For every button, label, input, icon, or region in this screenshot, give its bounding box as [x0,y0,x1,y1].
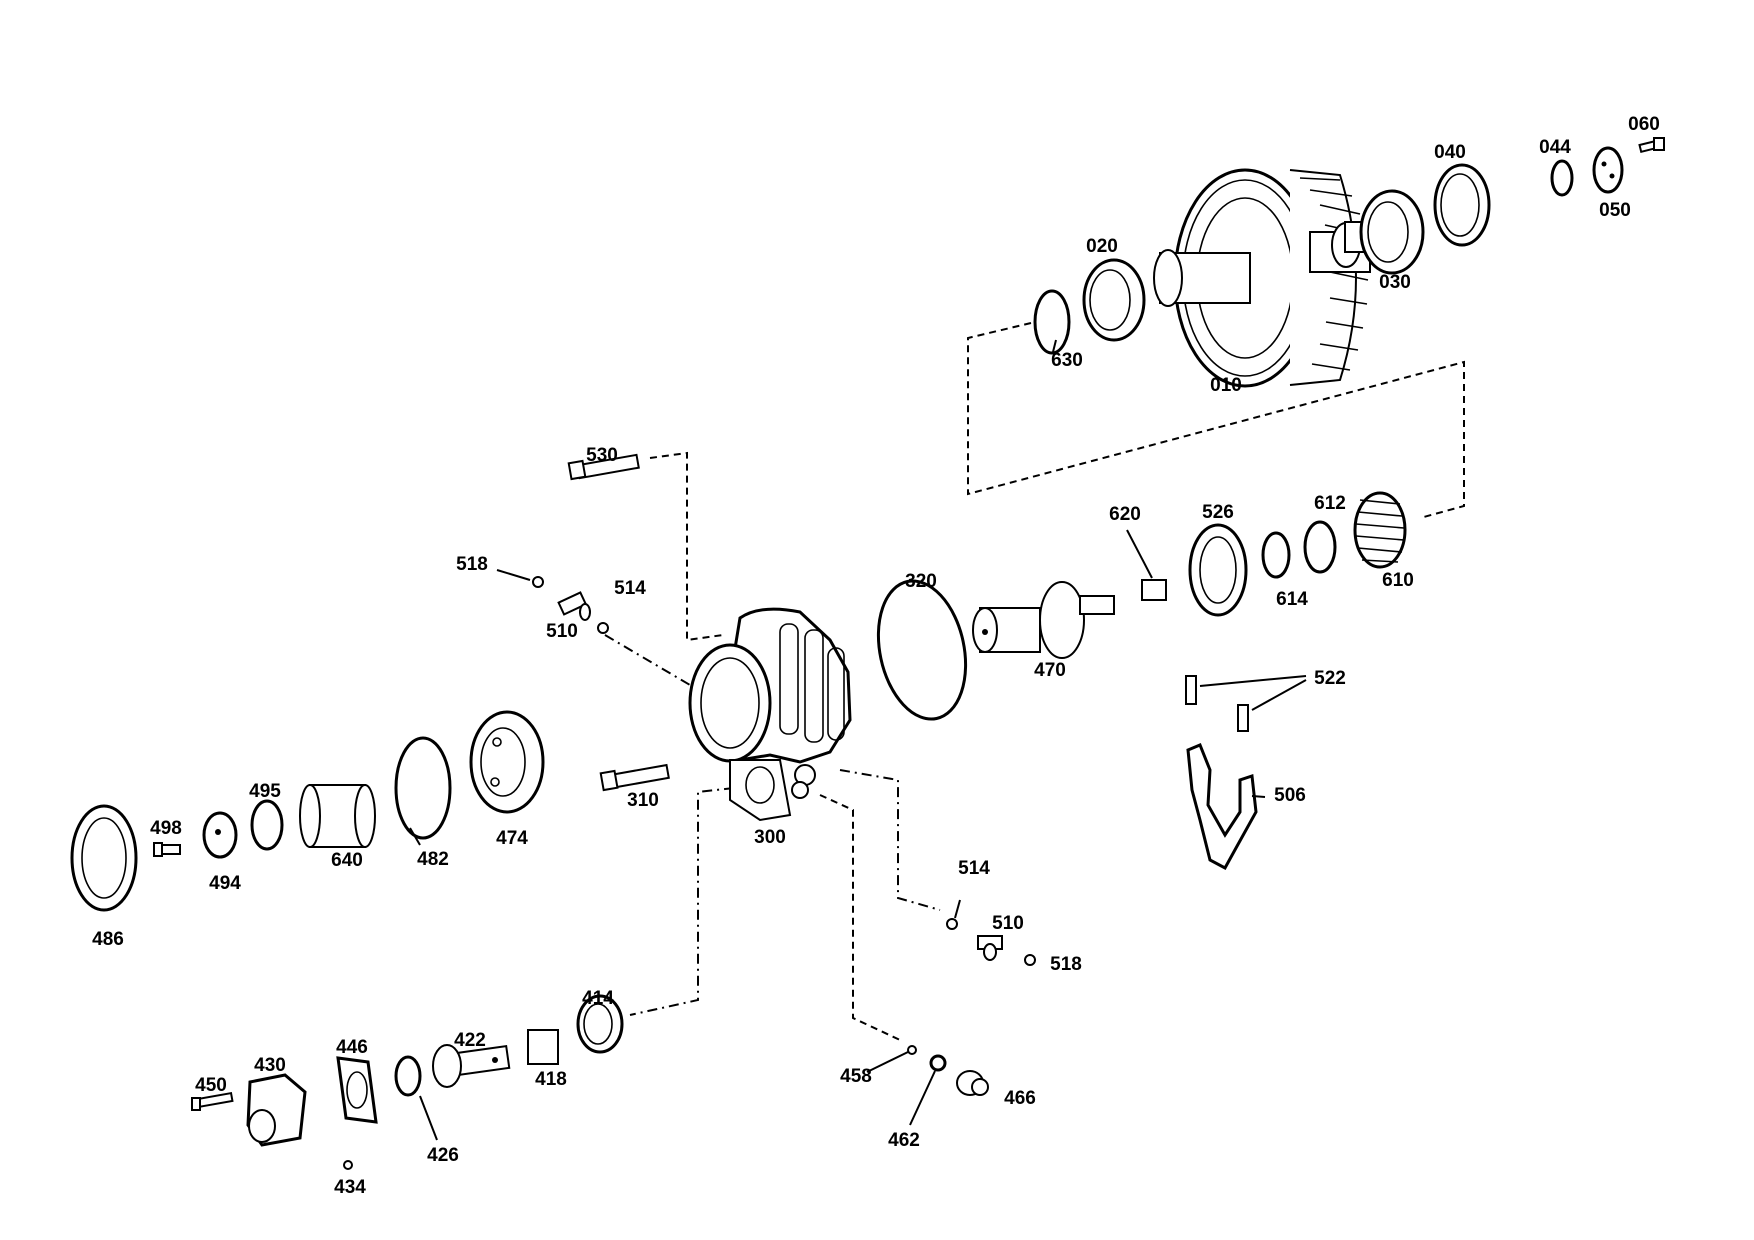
label-495: 495 [249,781,281,802]
part-620-spring[interactable] [1141,579,1167,601]
part-418-spring[interactable] [527,1029,559,1065]
part-495-ring[interactable] [250,799,284,851]
part-020-bearing[interactable] [1082,258,1146,342]
label-044: 044 [1539,137,1571,158]
label-422: 422 [454,1030,486,1051]
part-530-bolt[interactable] [567,453,640,481]
label-612: 612 [1314,493,1346,514]
part-010-gear-shaft[interactable] [1153,168,1406,388]
label-640: 640 [331,850,363,871]
assembly-guide-lines [604,322,1465,1041]
part-614-ring[interactable] [1261,531,1291,579]
part-514-seal-lower[interactable] [946,899,961,930]
part-510-valve-upper[interactable] [557,591,591,621]
part-510-valve-lower[interactable] [977,935,1003,961]
label-530: 530 [586,445,618,466]
label-426: 426 [427,1145,459,1166]
part-486-seal[interactable] [70,804,138,912]
part-430-cover[interactable] [246,1073,307,1147]
label-522: 522 [1314,668,1346,689]
part-518-plug-lower[interactable] [1024,954,1036,966]
label-470: 470 [1034,660,1066,681]
label-450: 450 [195,1075,227,1096]
label-518-lower: 518 [1050,954,1082,975]
part-300-housing[interactable] [688,607,852,822]
part-498-screw[interactable] [153,842,181,857]
label-434: 434 [334,1177,366,1198]
label-020: 020 [1086,236,1118,257]
part-labels: 010 020 030 040 044 050 060 300 310 320 … [92,114,1660,1198]
label-610: 610 [1382,570,1414,591]
label-040: 040 [1434,142,1466,163]
label-514-upper: 514 [614,578,646,599]
label-514-lower: 514 [958,858,990,879]
part-458-seal[interactable] [907,1045,917,1055]
part-494-cover[interactable] [202,811,238,859]
label-010: 010 [1210,375,1242,396]
label-430: 430 [254,1055,286,1076]
part-040-seal-ring[interactable] [1433,163,1491,247]
label-482: 482 [417,849,449,870]
label-510-upper: 510 [546,621,578,642]
label-494: 494 [209,873,241,894]
part-522-pins[interactable] [1185,675,1307,732]
label-462: 462 [888,1130,920,1151]
part-526-sleeve[interactable] [1188,523,1248,617]
label-630: 630 [1051,350,1083,371]
label-050: 050 [1599,200,1631,221]
part-518-plug-upper[interactable] [496,569,544,588]
part-060-screw[interactable] [1638,137,1665,154]
label-310: 310 [627,790,659,811]
label-474: 474 [496,828,528,849]
part-612-ring[interactable] [1303,520,1337,574]
part-426-ring[interactable] [394,1055,422,1097]
part-446-gasket[interactable] [336,1056,378,1124]
part-462-ring[interactable] [909,1054,947,1126]
part-414-sleeve[interactable] [576,994,624,1054]
label-526: 526 [1202,502,1234,523]
part-482-snap-ring[interactable] [394,736,452,840]
part-320-o-ring[interactable] [866,573,977,727]
part-450-screw[interactable] [191,1091,234,1111]
label-030: 030 [1379,272,1411,293]
part-044-ring[interactable] [1550,159,1574,197]
part-466-plug[interactable] [956,1070,989,1096]
part-470-shaft[interactable] [972,581,1115,659]
part-474-bearing[interactable] [469,710,545,814]
label-510-lower: 510 [992,913,1024,934]
part-630-snap-ring[interactable] [1033,289,1071,355]
label-414: 414 [582,988,614,1009]
label-060: 060 [1628,114,1660,135]
part-640-filter[interactable] [299,784,376,848]
part-030-bearing[interactable] [1359,189,1425,275]
part-434-pin[interactable] [343,1160,353,1170]
label-418: 418 [535,1069,567,1090]
part-050-cover[interactable] [1592,146,1624,194]
label-614: 614 [1276,589,1308,610]
part-422-piston[interactable] [432,1044,511,1088]
label-498: 498 [150,818,182,839]
part-506-shift-fork[interactable] [1186,743,1258,871]
label-446: 446 [336,1037,368,1058]
leader-lines [409,339,1266,1141]
label-458: 458 [840,1066,872,1087]
label-620: 620 [1109,504,1141,525]
label-486: 486 [92,929,124,950]
part-310-bolt[interactable] [599,763,670,792]
label-518-upper: 518 [456,554,488,575]
label-506: 506 [1274,785,1306,806]
part-514-seal-upper[interactable] [597,622,609,634]
label-466: 466 [1004,1088,1036,1109]
label-300: 300 [754,827,786,848]
label-320: 320 [905,571,937,592]
part-610-gear[interactable] [1353,491,1407,569]
